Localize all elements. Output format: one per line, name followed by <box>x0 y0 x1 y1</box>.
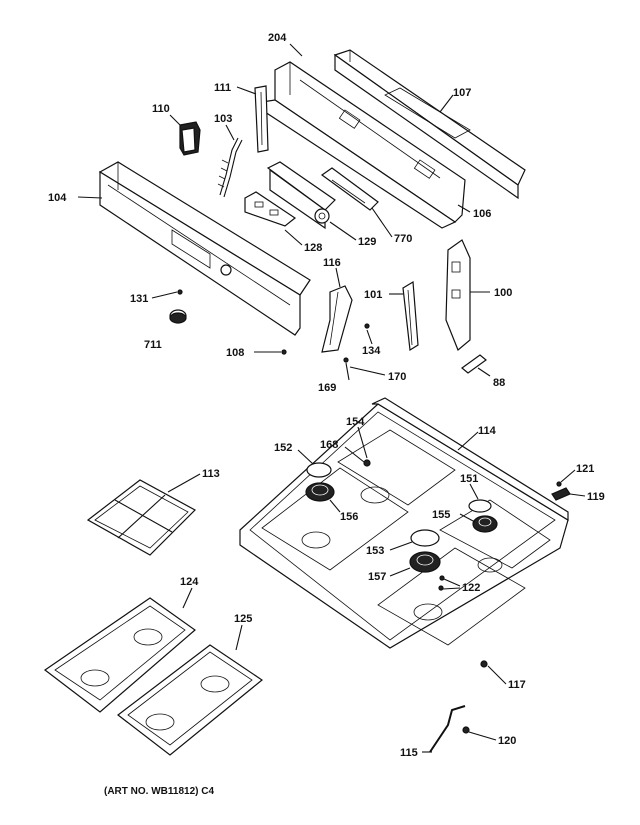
burner-cap-152 <box>306 462 332 478</box>
label-711: 711 <box>144 339 162 351</box>
label-113: 113 <box>202 468 220 480</box>
label-122: 122 <box>462 582 480 594</box>
part-103 <box>217 137 243 198</box>
bracket-100 <box>445 239 471 351</box>
label-107: 107 <box>453 87 471 99</box>
label-108: 108 <box>226 347 244 359</box>
screw-122a <box>439 575 445 581</box>
bracket-111 <box>254 85 269 153</box>
cooktop <box>239 397 569 649</box>
label-770: 770 <box>394 233 412 245</box>
part-110 <box>179 121 201 156</box>
label-153: 153 <box>366 545 384 557</box>
label-110: 110 <box>152 103 170 115</box>
timer-parts <box>244 161 379 230</box>
screw-117 <box>480 660 488 668</box>
screw-120 <box>462 726 470 734</box>
burner-157 <box>409 551 441 573</box>
screw-121 <box>556 481 562 487</box>
leader-lines <box>77 43 586 753</box>
screw-169 <box>343 357 349 363</box>
part-88 <box>461 354 487 374</box>
burner-155 <box>472 515 498 533</box>
art-number-caption: (ART NO. WB11812) C4 <box>104 786 214 797</box>
label-111: 111 <box>214 82 231 94</box>
burner-156 <box>305 482 335 502</box>
back-panel <box>333 49 526 200</box>
label-131: 131 <box>130 293 148 305</box>
label-115: 115 <box>400 747 418 759</box>
label-125: 125 <box>234 613 252 625</box>
part-119 <box>551 487 571 501</box>
drip-pan-124 <box>43 597 196 713</box>
label-204: 204 <box>268 32 287 44</box>
label-116: 116 <box>323 257 341 269</box>
label-101: 101 <box>364 289 382 301</box>
label-168: 168 <box>320 439 338 451</box>
screw-134 <box>364 323 370 329</box>
label-170: 170 <box>388 371 406 383</box>
lever-115 <box>429 705 466 753</box>
bracket-101 <box>402 280 419 352</box>
screw-108 <box>281 349 287 355</box>
orifice-168 <box>363 459 371 467</box>
label-129: 129 <box>358 236 376 248</box>
screw-131 <box>177 289 183 295</box>
label-157: 157 <box>368 571 386 583</box>
label-120: 120 <box>498 735 516 747</box>
endcap-116 <box>321 285 353 353</box>
part-labels: 204 111 107 110 103 104 106 128 129 770 … <box>48 32 605 797</box>
label-156: 156 <box>340 511 358 523</box>
label-88: 88 <box>493 377 505 389</box>
label-117: 117 <box>508 679 526 691</box>
label-151: 151 <box>460 473 478 485</box>
control-panel <box>98 161 311 336</box>
label-104: 104 <box>48 192 67 204</box>
label-152: 152 <box>274 442 292 454</box>
label-114: 114 <box>478 425 497 437</box>
knob-711 <box>169 309 187 324</box>
screw-122b <box>438 585 444 591</box>
label-155: 155 <box>432 509 450 521</box>
drip-pan-125 <box>117 644 264 756</box>
label-128: 128 <box>304 242 322 254</box>
burner-cap-151 <box>468 499 492 513</box>
label-119: 119 <box>587 491 605 503</box>
label-124: 124 <box>180 576 199 588</box>
label-100: 100 <box>494 287 512 299</box>
burner-cap-153 <box>410 529 440 547</box>
label-103: 103 <box>214 113 232 125</box>
label-134: 134 <box>362 345 381 357</box>
label-169: 169 <box>318 382 336 394</box>
label-106: 106 <box>473 208 491 220</box>
grate-113 <box>86 479 196 556</box>
label-154: 154 <box>346 416 365 428</box>
label-121: 121 <box>576 463 594 475</box>
